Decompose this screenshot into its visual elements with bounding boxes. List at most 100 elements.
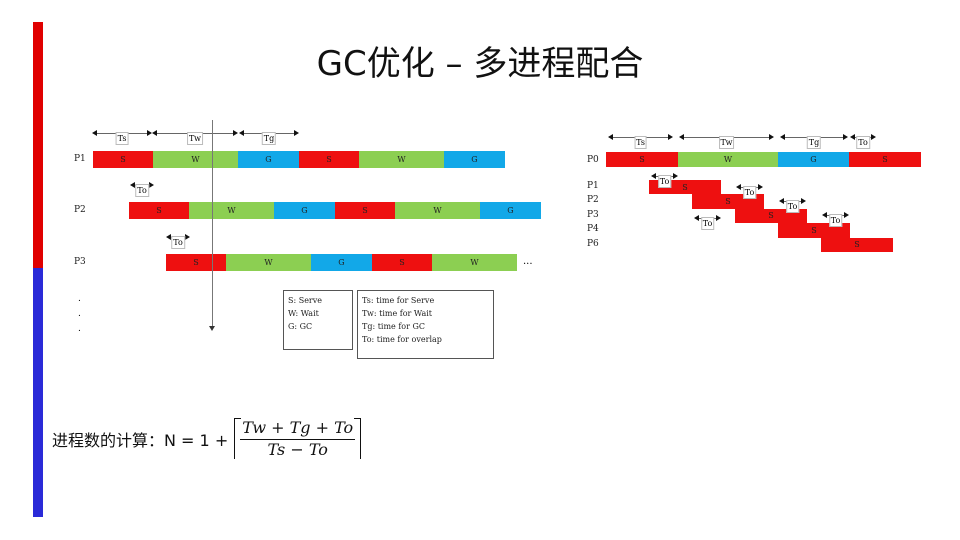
arrow-left-icon bbox=[822, 212, 827, 218]
segment-g: G bbox=[444, 151, 505, 168]
segment-s: S bbox=[821, 237, 893, 252]
arrow-left-icon bbox=[239, 130, 244, 136]
ellipsis-dot: . bbox=[78, 324, 81, 334]
segment-g: G bbox=[311, 254, 372, 271]
process-label: P2 bbox=[587, 195, 599, 206]
time-marker-line bbox=[212, 120, 213, 328]
span-arrow: To bbox=[779, 196, 806, 213]
segment-w: W bbox=[395, 202, 480, 219]
span-label: To bbox=[657, 174, 672, 188]
span-label: To bbox=[700, 216, 715, 230]
arrow-right-icon bbox=[294, 130, 299, 136]
span-label: Ts bbox=[115, 131, 129, 145]
span-arrow: To bbox=[736, 182, 763, 199]
process-label: P3 bbox=[587, 209, 599, 220]
slide-title: GC优化 – 多进程配合 bbox=[316, 44, 644, 84]
span-label: To bbox=[135, 183, 149, 197]
span-label: To bbox=[828, 213, 843, 227]
segment-s: S bbox=[372, 254, 432, 271]
accent-bar-blue bbox=[33, 268, 43, 517]
segment-s: S bbox=[93, 151, 153, 168]
segment-s: S bbox=[849, 152, 921, 167]
arrow-left-icon bbox=[780, 134, 785, 140]
segment-s: S bbox=[166, 254, 226, 271]
arrow-right-icon bbox=[844, 212, 849, 218]
arrow-left-icon bbox=[608, 134, 613, 140]
segment-g: G bbox=[480, 202, 541, 219]
accent-bar-red bbox=[33, 22, 43, 268]
segment-w: W bbox=[678, 152, 778, 167]
arrow-right-icon bbox=[149, 182, 154, 188]
segment-g: G bbox=[238, 151, 299, 168]
arrow-right-icon bbox=[668, 134, 673, 140]
segment-s: S bbox=[335, 202, 395, 219]
span-arrow: Tg bbox=[780, 132, 848, 149]
segment-g: G bbox=[778, 152, 849, 167]
span-label: Tg bbox=[261, 131, 277, 145]
arrow-right-icon bbox=[147, 130, 152, 136]
span-arrow: To bbox=[651, 171, 678, 188]
span-arrow: To bbox=[822, 210, 849, 227]
legend-item: W: Wait bbox=[288, 309, 319, 318]
numerator: Tw + Tg + To bbox=[240, 418, 356, 440]
segment-w: W bbox=[226, 254, 311, 271]
legend-item: S: Serve bbox=[288, 296, 323, 305]
arrow-down-icon bbox=[209, 326, 215, 334]
arrow-right-icon bbox=[758, 184, 763, 190]
legend-item: Tg: time for GC bbox=[362, 322, 425, 331]
span-arrow: To bbox=[166, 232, 190, 249]
arrow-right-icon bbox=[801, 198, 806, 204]
arrow-left-icon bbox=[166, 234, 171, 240]
span-label: Tw bbox=[187, 131, 203, 145]
ellipsis-dot: . bbox=[78, 294, 81, 304]
span-arrow: Tw bbox=[679, 132, 774, 149]
process-label: P4 bbox=[587, 224, 599, 235]
process-label: P2 bbox=[74, 205, 86, 215]
span-label: Ts bbox=[634, 135, 647, 149]
process-label: P3 bbox=[74, 257, 86, 267]
span-label: To bbox=[171, 235, 185, 249]
process-label: P1 bbox=[587, 181, 599, 191]
formula-prefix: 进程数的计算：N = 1 + bbox=[52, 430, 229, 450]
span-label: Tg bbox=[806, 135, 822, 149]
arrow-right-icon bbox=[769, 134, 774, 140]
segment-w: W bbox=[189, 202, 274, 219]
segment-w: W bbox=[359, 151, 444, 168]
formula: 进程数的计算：N = 1 + Tw + Tg + To Ts − To bbox=[52, 418, 362, 459]
row-ellipsis: ... bbox=[523, 256, 533, 267]
segment-w: W bbox=[432, 254, 517, 271]
arrow-left-icon bbox=[130, 182, 135, 188]
process-label: P1 bbox=[74, 154, 86, 164]
span-arrow: Tg bbox=[239, 128, 299, 145]
process-label: P0 bbox=[587, 155, 599, 165]
process-bar: S bbox=[821, 237, 893, 252]
process-label: P6 bbox=[587, 238, 599, 249]
arrow-left-icon bbox=[779, 198, 784, 204]
span-label: To bbox=[856, 135, 870, 149]
span-label: Tw bbox=[718, 135, 735, 149]
denominator: Ts − To bbox=[267, 440, 328, 459]
span-arrow: Ts bbox=[92, 128, 152, 145]
arrow-left-icon bbox=[694, 215, 699, 221]
legend-times: Ts: time for Serve Tw: time for Wait Tg:… bbox=[357, 290, 494, 359]
legend-abbrev: S: Serve W: Wait G: GC bbox=[283, 290, 353, 350]
arrow-right-icon bbox=[233, 130, 238, 136]
arrow-right-icon bbox=[843, 134, 848, 140]
segment-s: S bbox=[606, 152, 678, 167]
span-label: To bbox=[785, 199, 800, 213]
ellipsis-dot: . bbox=[78, 309, 81, 319]
arrow-right-icon bbox=[716, 215, 721, 221]
legend-item: Tw: time for Wait bbox=[362, 309, 432, 318]
segment-g: G bbox=[274, 202, 335, 219]
span-arrow: To bbox=[694, 213, 721, 230]
arrow-left-icon bbox=[92, 130, 97, 136]
arrow-left-icon bbox=[736, 184, 741, 190]
arrow-right-icon bbox=[673, 173, 678, 179]
span-arrow: Tw bbox=[152, 128, 238, 145]
segment-s: S bbox=[299, 151, 359, 168]
segment-s: S bbox=[129, 202, 189, 219]
arrow-left-icon bbox=[152, 130, 157, 136]
arrow-left-icon bbox=[651, 173, 656, 179]
